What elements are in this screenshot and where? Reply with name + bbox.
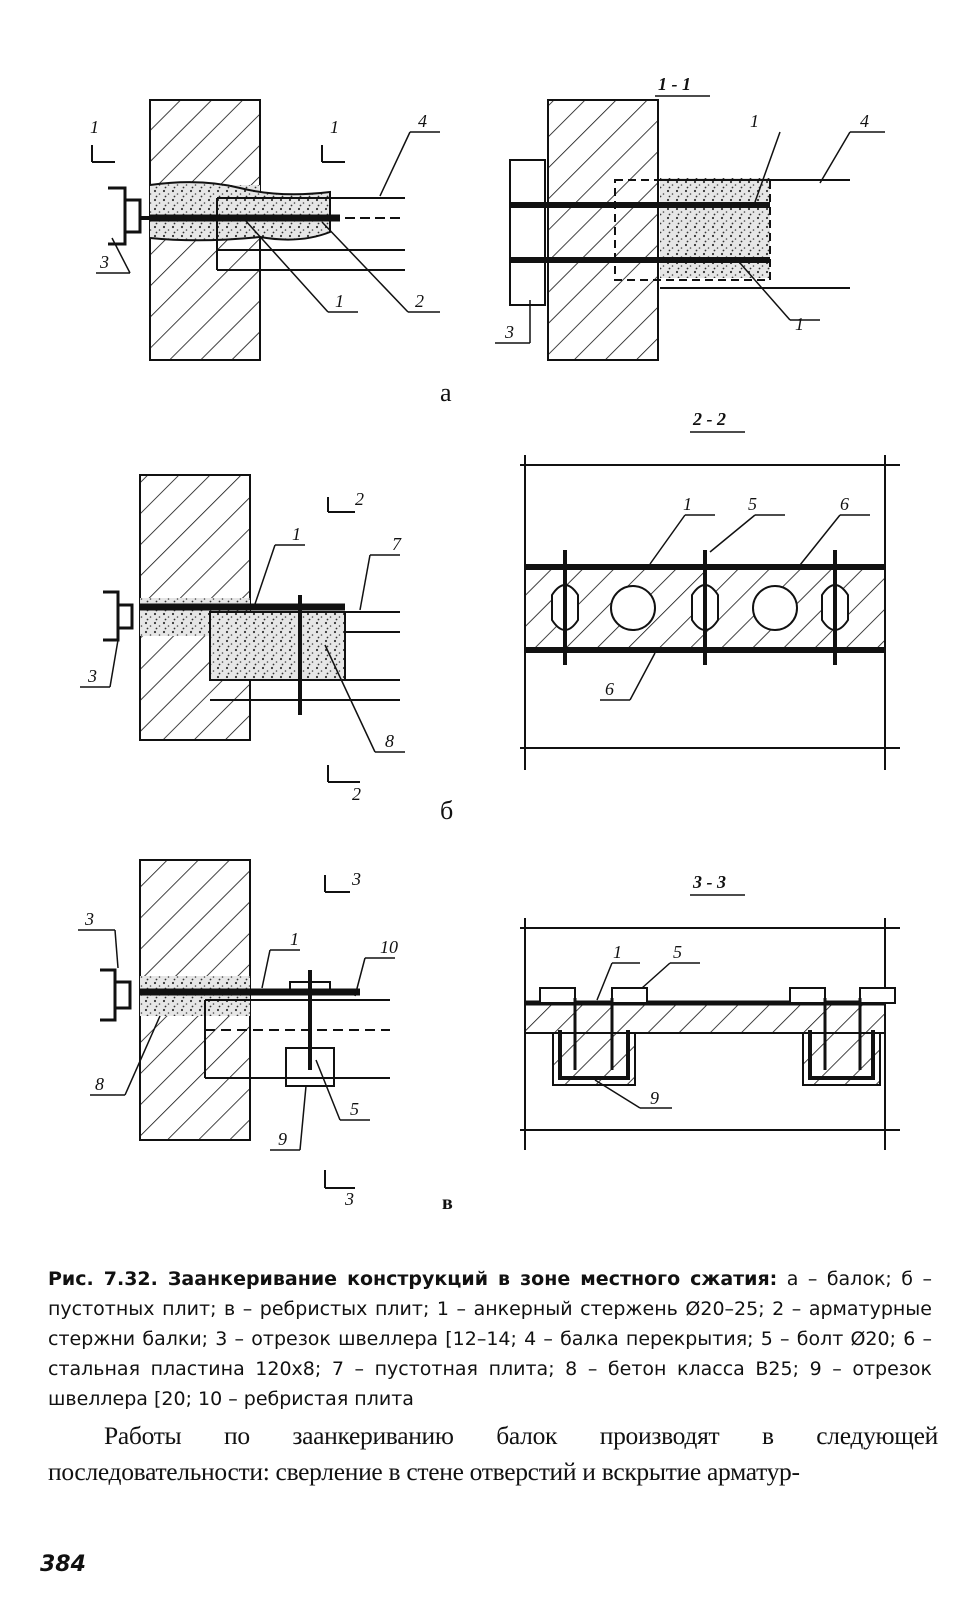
cut-mark-a1b: 1: [330, 117, 339, 137]
section-3-3-title: 3 - 3: [692, 872, 726, 892]
diagram-a-section: [495, 99, 885, 361]
callout-a-2: 2: [415, 291, 424, 311]
body-paragraph: Работы по заанкериванию балок производят…: [48, 1418, 938, 1490]
cut-mark-b2b: 2: [352, 784, 361, 804]
callout-a1-1: 1: [750, 111, 759, 131]
caption-text: а – балок; б – пустотных плит; в – ребри…: [48, 1268, 932, 1410]
diagram-a-elevation: [91, 99, 440, 361]
callout-v-8: 8: [95, 1074, 104, 1094]
callout-v-3: 3: [84, 909, 94, 929]
diagram-v-section: [520, 918, 900, 1150]
callout-v-5: 5: [350, 1099, 359, 1119]
callout-a1-1b: 1: [795, 314, 804, 334]
callout-a1-4: 4: [860, 111, 869, 131]
callout-a-4: 4: [418, 111, 427, 131]
sublabel-a: а: [440, 378, 452, 407]
callout-v-9: 9: [278, 1129, 287, 1149]
callout-b-1: 1: [292, 524, 301, 544]
cut-mark-b2: 2: [355, 489, 364, 509]
callout-b2-6b: 6: [605, 679, 614, 699]
caption-title: Рис. 7.32. Заанкеривание конструкций в з…: [48, 1268, 778, 1290]
callout-a-3: 3: [99, 252, 109, 272]
sublabel-v: в: [442, 1192, 453, 1214]
sublabel-b: б: [440, 796, 454, 825]
cut-mark-v3: 3: [351, 869, 361, 889]
callout-b-7: 7: [392, 534, 402, 554]
body-paragraph-text: Работы по заанкериванию балок производят…: [48, 1421, 938, 1486]
section-1-1-title: 1 - 1: [658, 74, 691, 94]
page-number: 384: [40, 1552, 86, 1577]
callout-b2-1: 1: [683, 494, 692, 514]
callout-v3-1: 1: [613, 942, 622, 962]
diagram-b-section: [520, 455, 900, 770]
callout-v-10: 10: [380, 937, 398, 957]
callout-a1-3: 3: [504, 322, 514, 342]
diagram-b-elevation: [80, 474, 405, 783]
cut-mark-v3b: 3: [344, 1189, 354, 1209]
callout-v3-9: 9: [650, 1088, 659, 1108]
figure-drawing: 1 1 3 1 2 4 1 - 1 1 4 1 3: [78, 74, 900, 1209]
cut-mark-a1: 1: [90, 117, 99, 137]
callout-a-1: 1: [335, 291, 344, 311]
callout-b2-5: 5: [748, 494, 757, 514]
callout-b-8: 8: [385, 731, 394, 751]
callout-v-1: 1: [290, 929, 299, 949]
section-2-2-title: 2 - 2: [692, 409, 726, 429]
callout-b-3: 3: [87, 666, 97, 686]
figure-caption: Рис. 7.32. Заанкеривание конструкций в з…: [48, 1264, 932, 1414]
callout-b2-6: 6: [840, 494, 849, 514]
callout-v3-5: 5: [673, 942, 682, 962]
diagram-v-elevation: [78, 859, 395, 1189]
